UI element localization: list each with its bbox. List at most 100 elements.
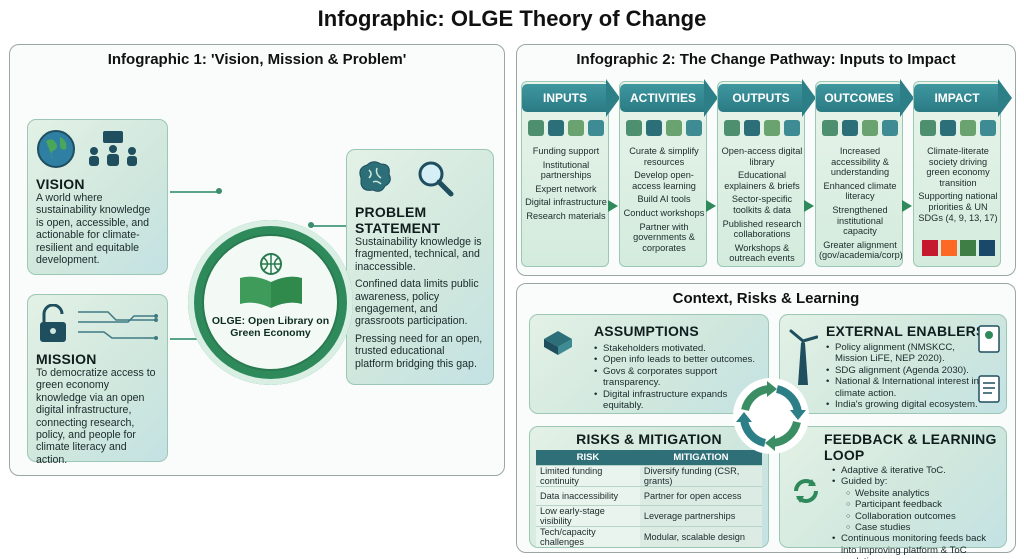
stage-item: Institutional partnerships [540, 159, 592, 181]
stage-item: Workshops & outreach events [729, 242, 795, 264]
stage-item: Greater alignment (gov/academia/corp) [819, 239, 903, 261]
page-title: Infographic: OLGE Theory of Change [317, 6, 707, 31]
vision-heading: VISION [36, 176, 85, 192]
stage-item: Expert network [535, 183, 597, 194]
mitigation-cell: Modular, scalable design [639, 525, 762, 547]
risk-column-header: RISK [536, 450, 640, 465]
foundation-box-icon [544, 331, 572, 355]
stage-icon [744, 120, 760, 136]
risk-cell: Limited funding continuity [536, 464, 640, 486]
panel-title: Infographic 1: 'Vision, Mission & Proble… [107, 51, 407, 68]
wind-turbine-icon [789, 329, 818, 385]
flow-arrow-icon [902, 200, 912, 212]
stage-icons [620, 120, 708, 136]
feedback-sub-item: Case studies [846, 522, 998, 534]
stage-icon [980, 120, 996, 136]
globe-icon [37, 130, 75, 168]
stage-icon [646, 120, 662, 136]
mission-card: MISSION To democratize access to green e… [27, 294, 168, 466]
stage-icon [568, 120, 584, 136]
stage-item: Sector-specific toolkits & data [731, 194, 793, 215]
flow-arrow-icon [804, 200, 814, 212]
stage-item: Published research collaborations [722, 218, 802, 240]
stage-item: Partner with governments & corporates [633, 221, 695, 253]
table-row: Low early-stage visibility Leverage part… [536, 504, 762, 526]
enabler-item: India's growing digital ecosystem. [826, 399, 980, 411]
arrow-right-icon [802, 79, 816, 117]
stage-icon [960, 120, 976, 136]
mitigation-column-header: MITIGATION [639, 450, 762, 465]
feedback-sub-item: Website analytics [846, 488, 998, 500]
problem-heading: PROBLEM STATEMENT [355, 204, 441, 236]
arrow-right-icon [704, 79, 718, 117]
stage-icon [920, 120, 936, 136]
stage-item: Digital infrastructure [525, 197, 607, 208]
stage-icon [882, 120, 898, 136]
mitigation-cell: Diversify funding (CSR, grants) [639, 464, 762, 486]
connector-line [170, 338, 206, 340]
circuit-lines-icon [78, 311, 158, 340]
risks-heading: RISKS & MITIGATION [576, 431, 722, 447]
feedback-item: Adaptive & iterative ToC. [832, 465, 998, 477]
risks-table: RISK MITIGATION Limited funding continui… [536, 450, 762, 547]
panel-title: Infographic 2: The Change Pathway: Input… [576, 51, 956, 68]
feedback-sub-item: Collaboration outcomes [846, 511, 998, 523]
enabler-item: SDG alignment (Agenda 2030). [826, 365, 980, 377]
stage-icon [686, 120, 702, 136]
stage-header: INPUTS [522, 84, 608, 112]
sdg-tile [922, 240, 938, 256]
assumptions-heading: ASSUMPTIONS [594, 323, 699, 339]
vision-text: A world where sustainability knowledge i… [36, 192, 151, 267]
connector-line [170, 191, 220, 193]
assumption-item: Stakeholders motivated. [594, 343, 760, 355]
mitigation-cell: Partner for open access [639, 485, 762, 505]
brain-icon [359, 161, 391, 192]
stage-icon [724, 120, 740, 136]
open-book-icon [240, 253, 302, 308]
flow-arrow-icon [608, 200, 618, 212]
mission-heading: MISSION [36, 351, 97, 367]
problem-paragraph: Confined data limits public awareness, p… [355, 278, 479, 328]
stage-icons [718, 120, 806, 136]
table-row: Limited funding continuity Diversify fun… [536, 464, 762, 486]
enablers-heading: EXTERNAL ENABLERS [826, 323, 986, 339]
stage-icon [862, 120, 878, 136]
enabler-item: National & International interest in cli… [826, 376, 980, 399]
stage-item: Funding support [532, 146, 600, 156]
stage-icon [626, 120, 642, 136]
panel-title: Context, Risks & Learning [672, 290, 860, 307]
stage-icon [822, 120, 838, 136]
connector-dot [308, 222, 314, 228]
stage-icons [522, 120, 610, 136]
mitigation-cell: Leverage partnerships [639, 504, 762, 526]
panel-context-risks: Context, Risks & Learning ASSUMPTIONS St… [516, 283, 1016, 559]
feedback-card: FEEDBACK & LEARNING LOOP Adaptive & iter… [779, 426, 1007, 559]
document-icon [978, 375, 1000, 403]
stage-item: Strengthened institutional capacity [832, 204, 888, 237]
stage-icon [842, 120, 858, 136]
enabler-item: Policy alignment (NMSKCC, Mission LiFE, … [826, 342, 980, 365]
stage-item: Supporting national priorities & UN SDGs… [918, 191, 998, 223]
risk-cell: Tech/capacity challenges [536, 525, 640, 547]
open-lock-icon [40, 304, 66, 342]
stage-header: OUTCOMES [816, 84, 902, 112]
stage-item: Educational explainers & briefs [724, 170, 800, 191]
stage-item: Enhanced climate literacy [823, 180, 897, 202]
olge-label: OLGE: Open Library on Green Economy [211, 315, 330, 339]
connector-dot [216, 188, 222, 194]
sdg-tile [960, 240, 976, 256]
assumption-item: Govs & corporates support transparency. [594, 366, 760, 389]
problem-paragraph: Sustainability knowledge is fragmented, … [355, 236, 482, 273]
stage-item: Develop open-access learning [632, 170, 696, 191]
assumption-item: Open info leads to better outcomes. [594, 354, 760, 366]
stage-icons [914, 120, 1002, 136]
refresh-cycle-icon [794, 479, 818, 503]
stage-item: Climate-literate society driving green e… [926, 146, 990, 188]
stage-item: Curate & simplify resources [629, 146, 699, 167]
